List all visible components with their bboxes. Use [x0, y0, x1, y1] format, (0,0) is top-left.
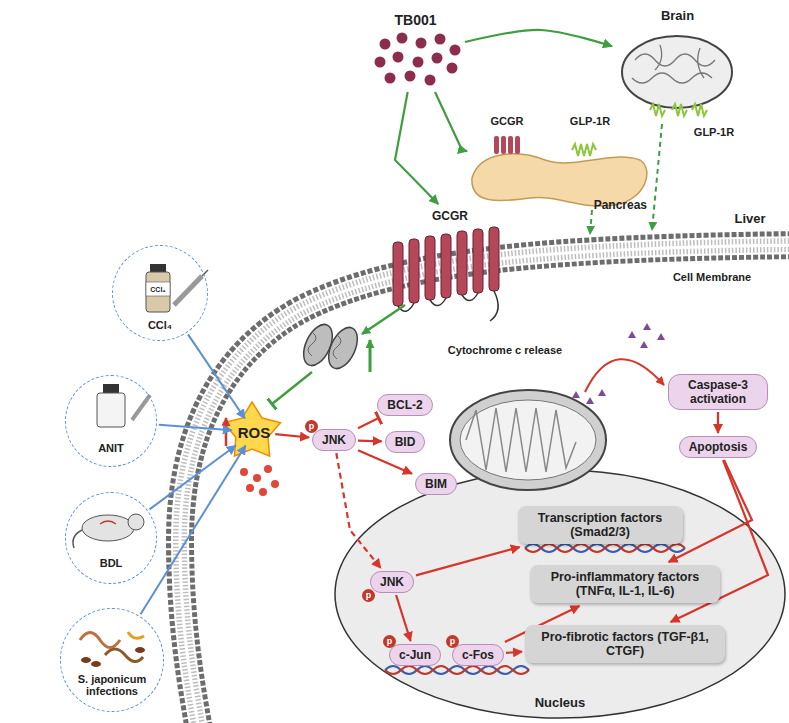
phospho-mark: p	[446, 635, 459, 648]
cell-membrane	[180, 245, 789, 723]
ros-label: ROS	[235, 422, 274, 443]
node-label: TB001	[394, 12, 436, 28]
phospho-mark: p	[362, 589, 375, 602]
insult-circle: CCl₄	[112, 245, 208, 341]
node-label: ROS	[238, 424, 271, 441]
signal-arrow	[465, 30, 612, 46]
phospho-mark: p	[305, 420, 318, 433]
signal-pill: BIM	[415, 473, 457, 495]
phospho-mark: p	[383, 635, 396, 648]
node-label: BDL	[100, 557, 123, 569]
node-label: ANIT	[98, 442, 124, 454]
node-label: Pro-inflammatory factors (TNFα, IL-1, IL…	[538, 570, 712, 598]
node-label: Caspase-3 activation	[678, 378, 758, 406]
membrane-label: Cell Membrane	[673, 271, 751, 283]
signal-pill: JNKp	[370, 571, 414, 593]
organ-box: Brain	[615, 6, 740, 116]
ccl4-bottle	[146, 264, 208, 312]
signal-pill: c-Junp	[389, 644, 441, 666]
receptor-label: GCGR	[429, 207, 471, 225]
process-pill: Caspase-3 activation	[668, 374, 768, 410]
mitochondrion	[450, 390, 606, 490]
drug-cluster: TB001	[368, 10, 463, 90]
signal-arrow	[358, 418, 379, 428]
organ-box: Pancreas	[470, 132, 650, 214]
node-label: c-Fos	[462, 648, 494, 662]
signal-pill: JNKp	[312, 429, 356, 451]
signal-arrow	[188, 334, 245, 418]
signal-arrow	[416, 547, 520, 575]
signal-arrow	[358, 440, 382, 443]
node-label: Pancreas	[594, 198, 647, 212]
nucleus-shape	[335, 470, 785, 718]
node-label: c-Jun	[399, 648, 431, 662]
signal-pill: BID	[385, 431, 426, 453]
signal-arrow	[395, 92, 438, 204]
signal-arrow	[435, 92, 467, 151]
node-label: JNK	[380, 575, 404, 589]
node-label: Pro-fibrotic factors (TGF-β1, CTGF)	[533, 630, 717, 658]
insult-circle: BDL	[65, 492, 157, 584]
signal-pill: c-Fosp	[452, 644, 504, 666]
insult-circle: ANIT	[65, 375, 157, 467]
node-label: Brain	[661, 8, 694, 23]
signal-arrow	[358, 450, 412, 473]
mitochondria-pair	[272, 305, 405, 404]
signal-arrow	[336, 453, 380, 568]
node-label: Nucleus	[535, 695, 586, 710]
schistosoma-worms	[80, 632, 145, 667]
bottle-label: CCl₄	[150, 286, 165, 293]
node-label: JNK	[322, 433, 346, 447]
organ-label: Liver	[734, 211, 765, 226]
node-label: BID	[395, 435, 416, 449]
process-pill: Apoptosis	[679, 436, 758, 458]
insult-circle: S. japonicum infections	[60, 608, 164, 712]
receptor-label: GLP-1R	[694, 126, 734, 138]
receptor-label: GLP-1R	[570, 115, 610, 127]
node-label: Apoptosis	[689, 440, 748, 454]
cytochrome-c	[572, 323, 665, 404]
signal-arrow	[159, 425, 232, 431]
signal-arrow	[717, 412, 719, 433]
node-label: BIM	[425, 477, 447, 491]
signal-arrow	[275, 434, 309, 437]
node-label: BCL-2	[387, 398, 422, 412]
signal-arrow	[506, 652, 522, 653]
signal-arrow	[396, 595, 410, 641]
factor-box: Transcription factors (Smad2/3)	[518, 506, 683, 544]
nucleus: NucleusJNKpTranscription factors (Smad2/…	[335, 470, 785, 718]
pancreas-illustration	[472, 136, 647, 234]
node-label: GCGR	[432, 209, 468, 223]
factor-box: Pro-fibrotic factors (TGF-β1, CTGF)	[525, 625, 725, 663]
node-label: CCl₄	[148, 319, 172, 331]
tb001-particles	[375, 33, 461, 86]
signal-pill: BCL-2	[377, 394, 432, 416]
process-label: Cytochrome c release	[448, 344, 562, 356]
receptor-label: GCGR	[491, 115, 524, 127]
factor-box: Pro-inflammatory factors (TNFα, IL-1, IL…	[530, 565, 720, 603]
anit-bottle	[97, 384, 150, 427]
signal-arrow	[150, 446, 236, 510]
node-label: Transcription factors (Smad2/3)	[526, 511, 675, 539]
node-label: S. japonicum infections	[69, 673, 155, 697]
gcgr-receptor	[393, 227, 499, 321]
bdl-rat	[73, 514, 144, 548]
